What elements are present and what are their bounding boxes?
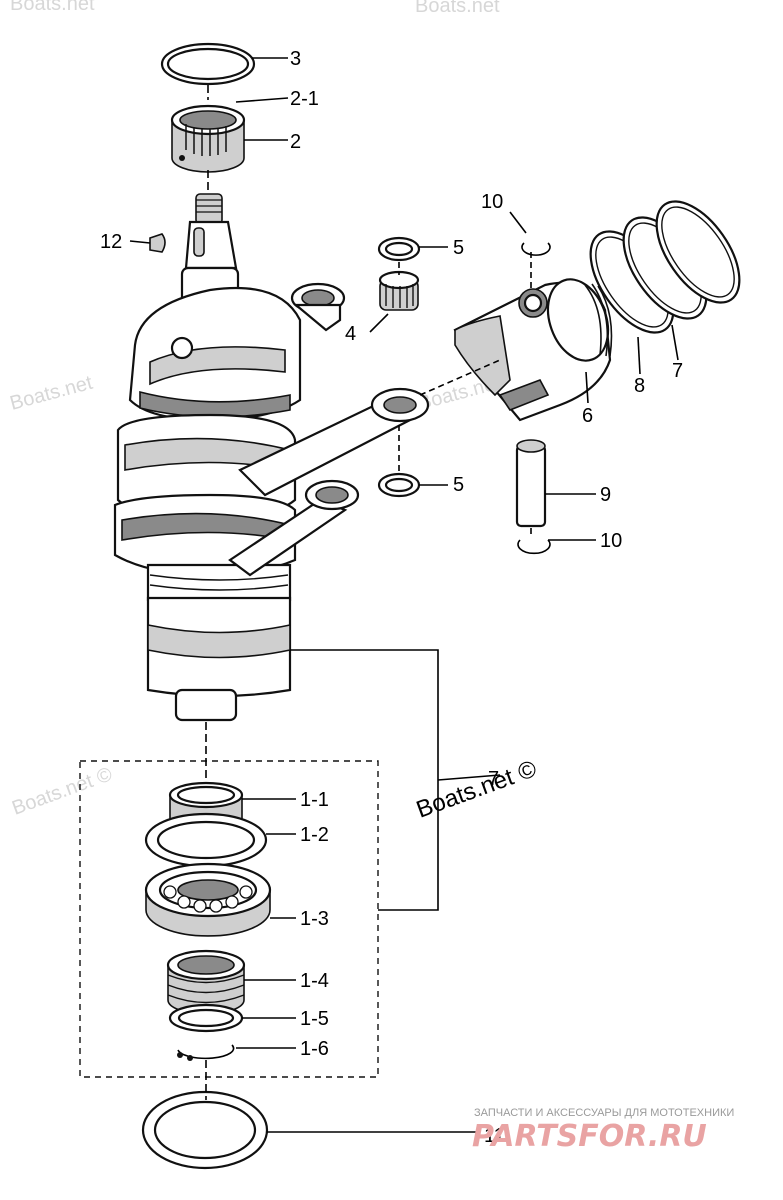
- part-5-washer-bottom: [377, 472, 421, 498]
- callout-2-1: 2-1: [290, 88, 319, 110]
- connecting-rod-center: [238, 387, 430, 497]
- leader-lines: [129, 57, 679, 1133]
- part-8-ring: [589, 230, 675, 334]
- callout-1-6: 1-6: [300, 1038, 329, 1060]
- callout-7-ring: 7: [672, 360, 683, 382]
- callout-8: 8: [634, 375, 645, 397]
- callout-10-top: 10: [481, 191, 503, 213]
- callout-1-2: 1-2: [300, 824, 329, 846]
- part-4-small-bearing: [378, 270, 420, 311]
- brand-logo: PARTSFOR.RU: [472, 1119, 707, 1154]
- part-10-circlip-top: [521, 242, 551, 256]
- callout-1-5: 1-5: [300, 1008, 329, 1030]
- callout-4: 4: [345, 323, 356, 345]
- callout-7-group: 7: [488, 768, 499, 790]
- watermark-left-mid: Boats.net: [8, 372, 96, 415]
- watermark-left-low: Boats.net ©: [9, 763, 115, 820]
- part-3-ring: [160, 42, 256, 86]
- callout-1-3: 1-3: [300, 908, 329, 930]
- part-1-6-circlip: [177, 1044, 235, 1061]
- part-12-key: [149, 233, 166, 253]
- callout-3: 3: [290, 48, 301, 70]
- part-1-5-washer: [168, 1003, 244, 1033]
- callout-2: 2: [290, 131, 301, 153]
- watermark-top-left: Boats.net: [10, 0, 95, 15]
- connecting-rod-lower: [228, 479, 360, 577]
- callout-6: 6: [582, 405, 593, 427]
- crankshaft: [113, 193, 302, 722]
- callout-1-4: 1-4: [300, 970, 329, 992]
- watermark-boats-main: Boats.net ©: [413, 755, 541, 823]
- callout-11: 11: [484, 1125, 505, 1147]
- watermark-top-center: Boats.net: [415, 0, 500, 17]
- callout-10-bottom: 10: [600, 530, 622, 552]
- callout-labels: 3 2-1 2 12 5 4 10 8 7 6 5 9 10 7 1-1 1-2…: [100, 48, 683, 1147]
- connecting-rod-upper: [290, 282, 346, 332]
- group-1-dashed-box: [79, 760, 379, 1078]
- part-2-bearing: [170, 104, 246, 173]
- part-7-ring: [622, 216, 708, 320]
- part-5-washer-top: [377, 236, 421, 262]
- branding: ЗАПЧАСТИ И АКСЕССУАРЫ ДЛЯ МОТОТЕХНИКИ PA…: [472, 1107, 734, 1154]
- part-6-piston: [453, 278, 613, 422]
- callout-5-bottom: 5: [453, 474, 464, 496]
- part-7-ring-outer: [655, 200, 741, 304]
- callout-12: 12: [100, 231, 122, 253]
- part-9-piston-pin: [515, 439, 547, 528]
- part-11-washer: [141, 1090, 269, 1170]
- brand-tagline: ЗАПЧАСТИ И АКСЕССУАРЫ ДЛЯ МОТОТЕХНИКИ: [474, 1107, 734, 1119]
- part-10-circlip-bottom: [517, 539, 551, 555]
- callout-1-1: 1-1: [300, 789, 329, 811]
- part-1-3-ball-bearing: [144, 862, 272, 937]
- callout-5-top: 5: [453, 237, 464, 259]
- part-1-2-washer: [144, 812, 268, 868]
- callout-9: 9: [600, 484, 611, 506]
